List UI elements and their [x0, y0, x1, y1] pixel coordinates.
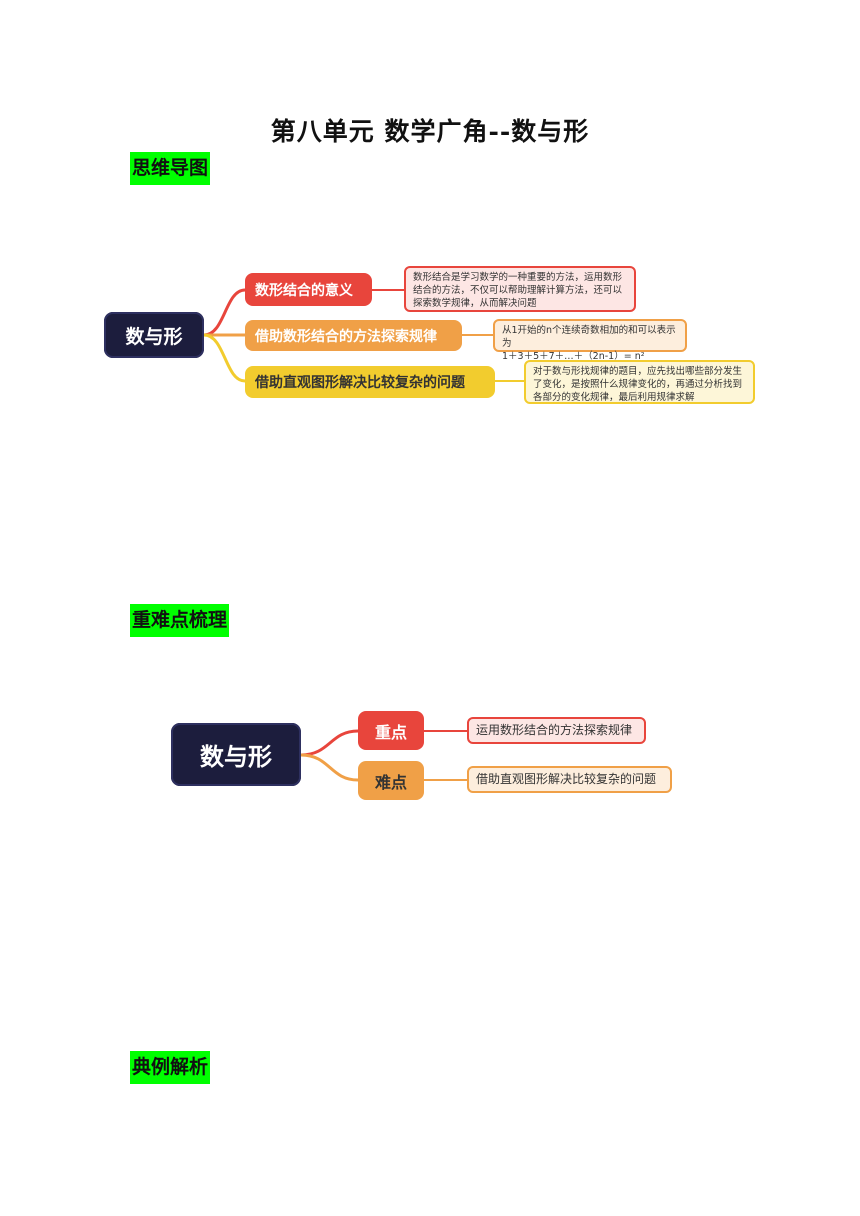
- mindmap-root: 数与形: [104, 312, 204, 358]
- mindmap-branch-explore-pattern: 借助数形结合的方法探索规律: [245, 320, 462, 351]
- section-label-key-points: 重难点梳理: [130, 604, 230, 637]
- mindmap-branch-meaning: 数形结合的意义: [245, 273, 372, 306]
- keymap-root: 数与形: [171, 723, 301, 786]
- mindmap-note-explore-pattern: 从1开始的n个连续奇数相加的和可以表示为 1＋3＋5＋7＋…＋（2n-1）= n…: [493, 319, 687, 362]
- section-label-examples: 典例解析: [130, 1051, 211, 1084]
- connector-key-1: [300, 729, 359, 757]
- page-title: 第八单元 数学广角--数与形: [270, 117, 590, 146]
- section-label-mindmap: 思维导图: [130, 152, 211, 185]
- keymap-branch-difficult: 难点: [358, 761, 424, 800]
- keymap-branch-key: 重点: [358, 711, 424, 750]
- note-line-2: 1＋3＋5＋7＋…＋（2n-1）= n²: [502, 351, 645, 362]
- connector-branch-3: [203, 333, 246, 383]
- connector-branch-1: [203, 288, 246, 337]
- keymap-note-key: 运用数形结合的方法探索规律: [467, 717, 646, 744]
- mindmap-note-meaning: 数形结合是学习数学的一种重要的方法，运用数形结合的方法，不仅可以帮助理解计算方法…: [404, 266, 636, 312]
- connector-key-2: [300, 753, 359, 782]
- mindmap-branch-visual-solve: 借助直观图形解决比较复杂的问题: [245, 366, 495, 398]
- mindmap-note-visual-solve: 对于数与形找规律的题目，应先找出哪些部分发生了变化，是按照什么规律变化的，再通过…: [524, 360, 755, 404]
- note-line-1: 从1开始的n个连续奇数相加的和可以表示为: [502, 325, 676, 349]
- keymap-note-difficult: 借助直观图形解决比较复杂的问题: [467, 766, 672, 793]
